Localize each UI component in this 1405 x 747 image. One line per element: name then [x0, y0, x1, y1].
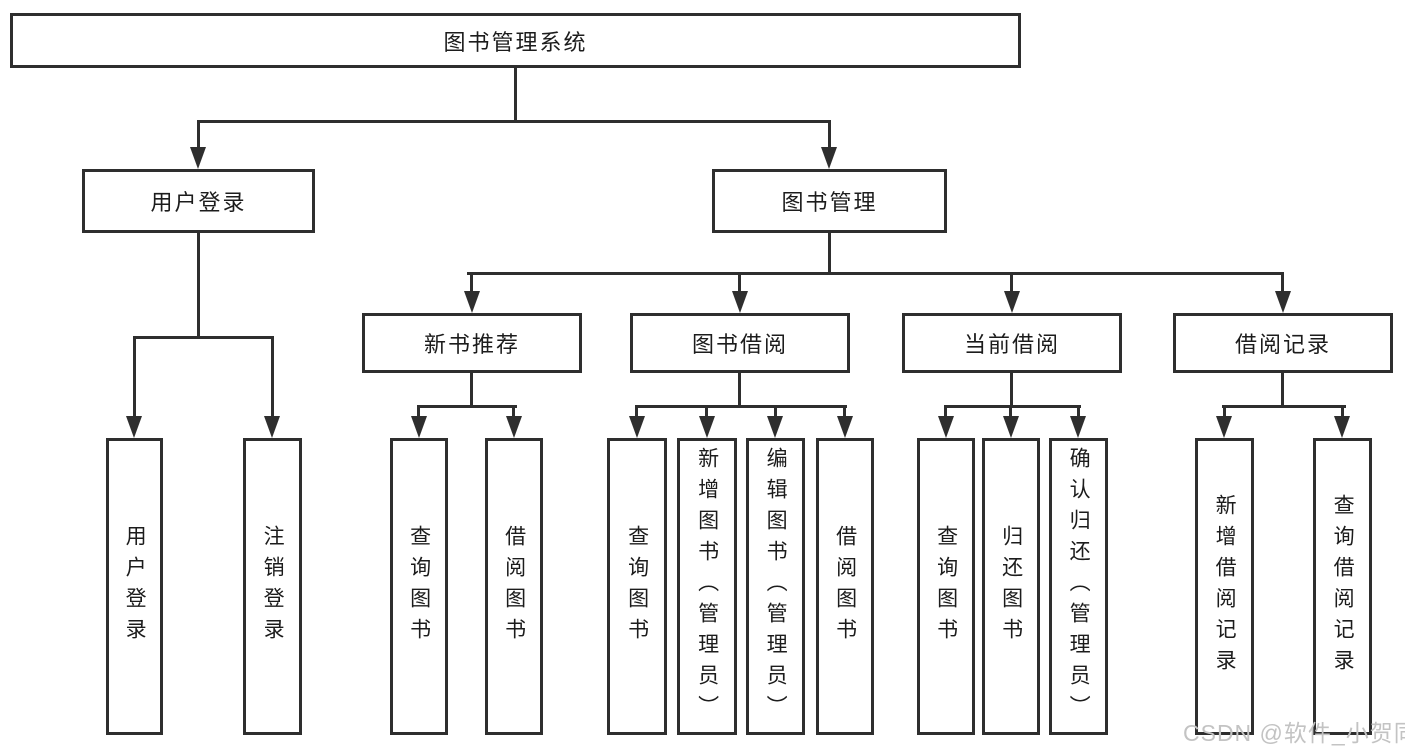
node-current-borrow: 当前借阅 — [902, 313, 1122, 373]
arrowhead-down-icon — [938, 416, 954, 438]
connector-vline — [1281, 373, 1284, 406]
connector-vline — [738, 373, 741, 406]
connector-vline — [828, 233, 831, 273]
node-label: 注销登录 — [261, 524, 285, 649]
arrowhead-down-icon — [506, 416, 522, 438]
connector-vline — [514, 68, 517, 121]
arrowhead-down-icon — [264, 416, 280, 438]
node-label: 新增借阅记录 — [1213, 493, 1237, 680]
node-label: 查询图书 — [934, 524, 958, 649]
connector-vline — [1223, 405, 1226, 421]
node-root: 图书管理系统 — [10, 13, 1021, 68]
leaf-query-books-borrow: 查询图书 — [607, 438, 667, 735]
connector-vline — [470, 373, 473, 406]
connector-vline — [774, 405, 777, 421]
connector-hline — [1222, 405, 1346, 408]
arrowhead-down-icon — [1070, 416, 1086, 438]
connector-vline — [197, 233, 200, 336]
node-label: 借阅记录 — [1234, 332, 1331, 357]
leaf-confirm-return-admin: 确认归还（管理员） — [1049, 438, 1108, 735]
connector-hline — [944, 405, 1081, 408]
connector-vline — [470, 272, 473, 296]
connector-vline — [828, 120, 831, 152]
node-label: 图书管理 — [781, 190, 878, 215]
node-label: 确认归还（管理员） — [1067, 447, 1091, 726]
leaf-edit-book-admin: 编辑图书（管理员） — [746, 438, 805, 735]
arrowhead-down-icon — [1004, 291, 1020, 313]
node-label: 借阅图书 — [833, 524, 857, 649]
arrowhead-down-icon — [629, 416, 645, 438]
arrowhead-down-icon — [1216, 416, 1232, 438]
arrowhead-down-icon — [1003, 416, 1019, 438]
connector-hline — [417, 405, 517, 408]
node-new-book-recommend: 新书推荐 — [362, 313, 582, 373]
node-label: 借阅图书 — [502, 524, 526, 649]
node-label: 查询图书 — [407, 524, 431, 649]
node-label: 编辑图书（管理员） — [764, 447, 788, 726]
connector-vline — [271, 336, 274, 420]
node-label: 用户登录 — [150, 190, 247, 215]
connector-hline — [467, 272, 1284, 275]
arrowhead-down-icon — [699, 416, 715, 438]
node-label: 用户登录 — [123, 524, 147, 649]
connector-vline — [1077, 405, 1080, 421]
watermark: CSDN @软件_小贺同学 — [1183, 720, 1405, 746]
connector-vline — [197, 120, 200, 152]
connector-vline — [705, 405, 708, 421]
connector-vline — [417, 405, 420, 421]
arrowhead-down-icon — [126, 416, 142, 438]
arrowhead-down-icon — [1334, 416, 1350, 438]
node-label: 新增图书（管理员） — [695, 447, 719, 726]
leaf-logout: 注销登录 — [243, 438, 302, 735]
leaf-query-books-recommend: 查询图书 — [390, 438, 448, 735]
node-label: 查询借阅记录 — [1331, 493, 1355, 680]
connector-vline — [1281, 272, 1284, 296]
leaf-add-book-admin: 新增图书（管理员） — [677, 438, 737, 735]
leaf-borrow-books: 借阅图书 — [816, 438, 874, 735]
arrowhead-down-icon — [821, 147, 837, 169]
leaf-query-borrow-record: 查询借阅记录 — [1313, 438, 1372, 735]
connector-vline — [1341, 405, 1344, 421]
connector-vline — [635, 405, 638, 421]
leaf-borrow-books-recommend: 借阅图书 — [485, 438, 543, 735]
connector-vline — [738, 272, 741, 296]
node-label: 图书借阅 — [691, 332, 788, 357]
node-label: 当前借阅 — [963, 332, 1060, 357]
leaf-add-borrow-record: 新增借阅记录 — [1195, 438, 1254, 735]
leaf-return-book: 归还图书 — [982, 438, 1040, 735]
arrowhead-down-icon — [411, 416, 427, 438]
connector-vline — [1010, 373, 1013, 406]
node-book-management: 图书管理 — [712, 169, 947, 233]
node-book-borrow: 图书借阅 — [630, 313, 850, 373]
leaf-user-login: 用户登录 — [106, 438, 163, 735]
arrowhead-down-icon — [190, 147, 206, 169]
connector-vline — [944, 405, 947, 421]
connector-hline — [635, 405, 847, 408]
leaf-query-books-current: 查询图书 — [917, 438, 975, 735]
arrowhead-down-icon — [767, 416, 783, 438]
node-borrow-records: 借阅记录 — [1173, 313, 1393, 373]
node-label: 查询图书 — [625, 524, 649, 649]
connector-vline — [1010, 272, 1013, 296]
connector-hline — [133, 336, 274, 339]
node-label: 图书管理系统 — [443, 29, 588, 55]
connector-vline — [133, 336, 136, 420]
arrowhead-down-icon — [837, 416, 853, 438]
connector-vline — [1009, 405, 1012, 421]
node-user-login: 用户登录 — [82, 169, 315, 233]
arrowhead-down-icon — [732, 291, 748, 313]
arrowhead-down-icon — [1275, 291, 1291, 313]
connector-vline — [843, 405, 846, 421]
node-label: 归还图书 — [999, 524, 1023, 649]
connector-hline — [197, 120, 831, 123]
node-label: 新书推荐 — [423, 332, 520, 357]
arrowhead-down-icon — [464, 291, 480, 313]
connector-vline — [512, 405, 515, 421]
